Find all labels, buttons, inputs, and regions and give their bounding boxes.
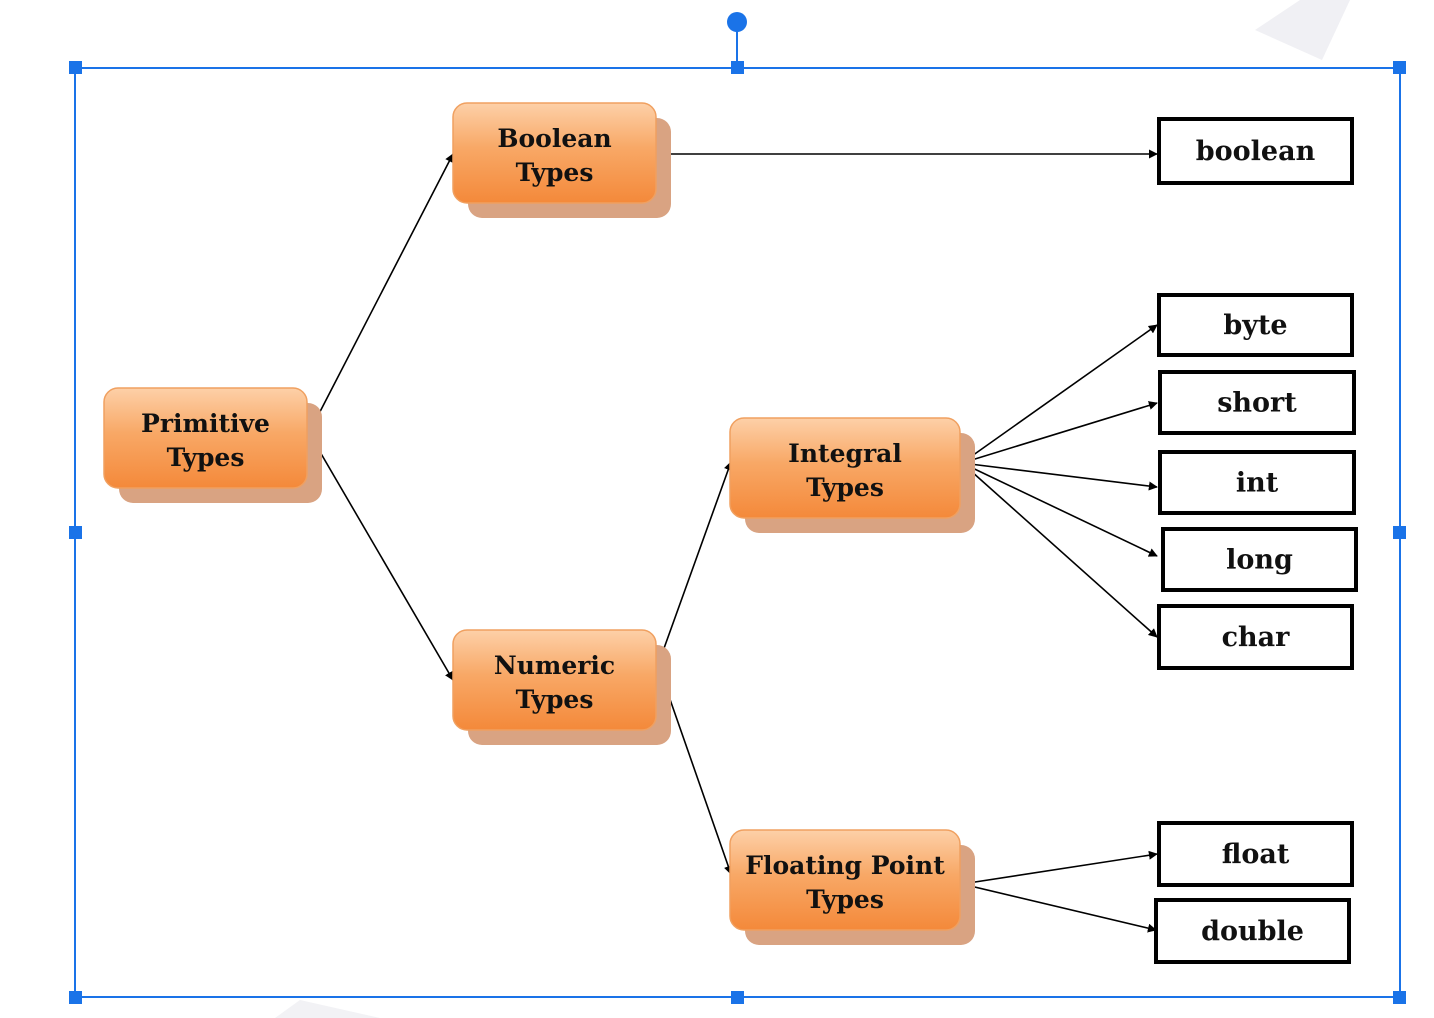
type-label: short	[1217, 388, 1297, 419]
type-box-double[interactable]: double	[1154, 898, 1351, 964]
edge-integral-to-byte	[961, 324, 1158, 464]
edge-integral-to-char	[961, 462, 1158, 638]
node-label-line1: Boolean	[497, 124, 611, 153]
type-box-boolean[interactable]: boolean	[1157, 117, 1354, 185]
node-label-line2: Types	[516, 685, 594, 714]
type-label: boolean	[1196, 136, 1316, 167]
watermark	[275, 0, 1350, 1018]
type-box-byte[interactable]: byte	[1157, 293, 1354, 357]
edges	[308, 149, 1158, 933]
edge-floating-to-float	[961, 850, 1158, 885]
selection-handles[interactable]	[69, 12, 1406, 1004]
type-box-border	[1157, 293, 1354, 357]
node-label-line2: Types	[806, 885, 884, 914]
edge-floating-to-double	[961, 883, 1157, 933]
category-nodes: PrimitiveTypesBooleanTypesNumericTypesIn…	[103, 102, 975, 945]
node-label-line2: Types	[516, 158, 594, 187]
type-box-border	[1154, 898, 1351, 964]
edge-primitive-to-boolean_types	[308, 153, 454, 434]
node-label-line1: Primitive	[141, 409, 270, 438]
type-label: float	[1222, 839, 1290, 870]
node-label-line2: Types	[806, 473, 884, 502]
type-label: char	[1222, 622, 1291, 653]
node-box	[729, 417, 961, 519]
resize-handle-bottom-right[interactable]	[1393, 991, 1406, 1004]
type-box-border	[1157, 821, 1354, 887]
type-label: byte	[1223, 310, 1287, 341]
type-box-border	[1158, 450, 1356, 515]
resize-handle-left[interactable]	[69, 526, 82, 539]
type-box-float[interactable]: float	[1157, 821, 1354, 887]
node-box	[729, 829, 961, 931]
type-box-border	[1157, 604, 1354, 670]
type-box-long[interactable]: long	[1161, 527, 1358, 592]
type-box-short[interactable]: short	[1158, 370, 1356, 435]
edge-integral-to-short	[961, 401, 1158, 464]
type-label: double	[1201, 916, 1304, 947]
node-label-line1: Integral	[788, 439, 902, 468]
resize-handle-top-right[interactable]	[1393, 61, 1406, 74]
type-box-char[interactable]: char	[1157, 604, 1354, 670]
node-box	[103, 387, 308, 489]
type-box-border	[1161, 527, 1358, 592]
type-label: long	[1226, 545, 1293, 576]
node-label-line1: Floating Point	[745, 851, 945, 880]
edge-integral-to-int	[961, 462, 1158, 491]
type-nodes: boolean byte short int long char float double	[1154, 117, 1358, 964]
edge-integral-to-long	[961, 462, 1158, 557]
edge-numeric-to-integral	[657, 461, 733, 666]
resize-handle-right[interactable]	[1393, 526, 1406, 539]
node-label-line1: Numeric	[494, 651, 615, 680]
type-box-int[interactable]: int	[1158, 450, 1356, 515]
edge-primitive-to-numeric	[308, 432, 454, 681]
node-box	[452, 102, 657, 204]
type-label: int	[1236, 468, 1279, 499]
node-label-line2: Types	[167, 443, 245, 472]
resize-handle-top-left[interactable]	[69, 61, 82, 74]
type-box-border	[1158, 370, 1356, 435]
resize-handle-top[interactable]	[731, 61, 744, 74]
resize-handle-bottom[interactable]	[731, 991, 744, 1004]
rotate-handle[interactable]	[727, 12, 747, 32]
resize-handle-bottom-left[interactable]	[69, 991, 82, 1004]
node-box	[452, 629, 657, 731]
type-box-border	[1157, 117, 1354, 185]
